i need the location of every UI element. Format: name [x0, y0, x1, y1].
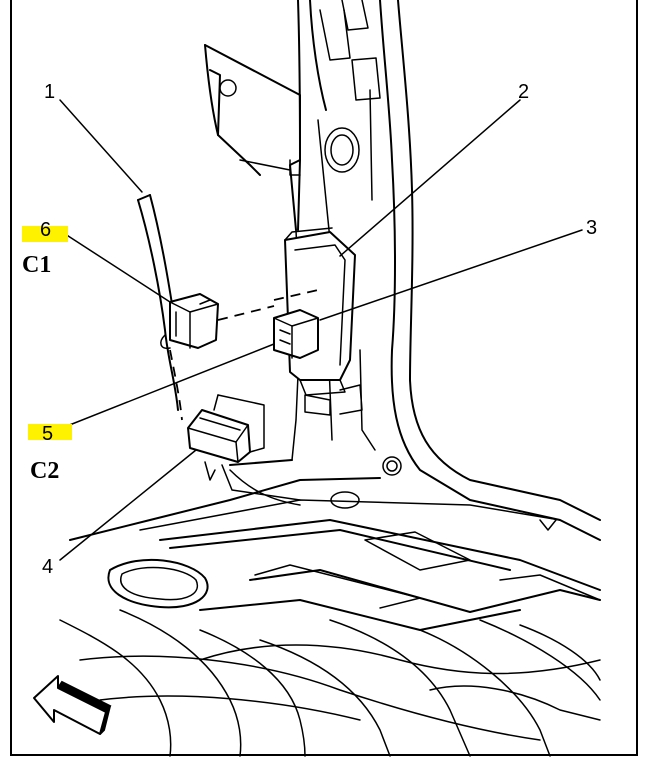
- leader-lines: [59, 99, 583, 561]
- front-direction-arrow-icon: [33, 675, 112, 735]
- highlight-5: [28, 424, 72, 440]
- connector-c1: [160, 293, 219, 350]
- callout-6: 6: [40, 219, 51, 241]
- diagram-frame: [10, 0, 638, 756]
- connector-label-c2: C2: [30, 458, 59, 484]
- connector-label-c1: C1: [22, 252, 51, 278]
- highlight-6: [22, 226, 68, 242]
- connector-3: [273, 309, 319, 359]
- callout-4: 4: [42, 556, 53, 578]
- connector-c2: [187, 394, 301, 501]
- pillar-structure: [204, 0, 601, 541]
- floor-panel: [59, 459, 601, 757]
- mating-lines: [217, 289, 319, 321]
- callout-1: 1: [44, 81, 55, 103]
- callout-3: 3: [586, 217, 597, 239]
- callout-5: 5: [42, 423, 53, 445]
- callout-2: 2: [518, 81, 529, 103]
